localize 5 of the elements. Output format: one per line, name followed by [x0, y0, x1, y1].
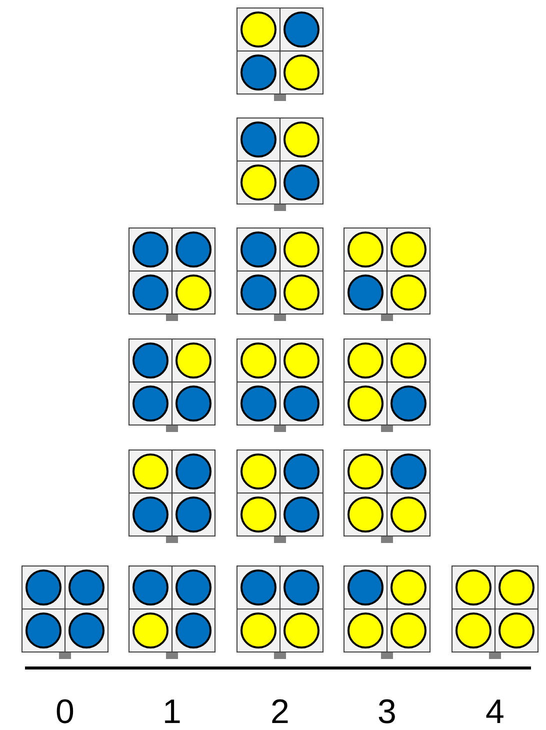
axis-number: 1 — [162, 692, 182, 730]
axis-number: 4 — [484, 692, 506, 730]
axis-number: 2 — [270, 692, 290, 730]
axis-number: 0 — [54, 692, 76, 730]
axis-number: 3 — [376, 692, 398, 730]
